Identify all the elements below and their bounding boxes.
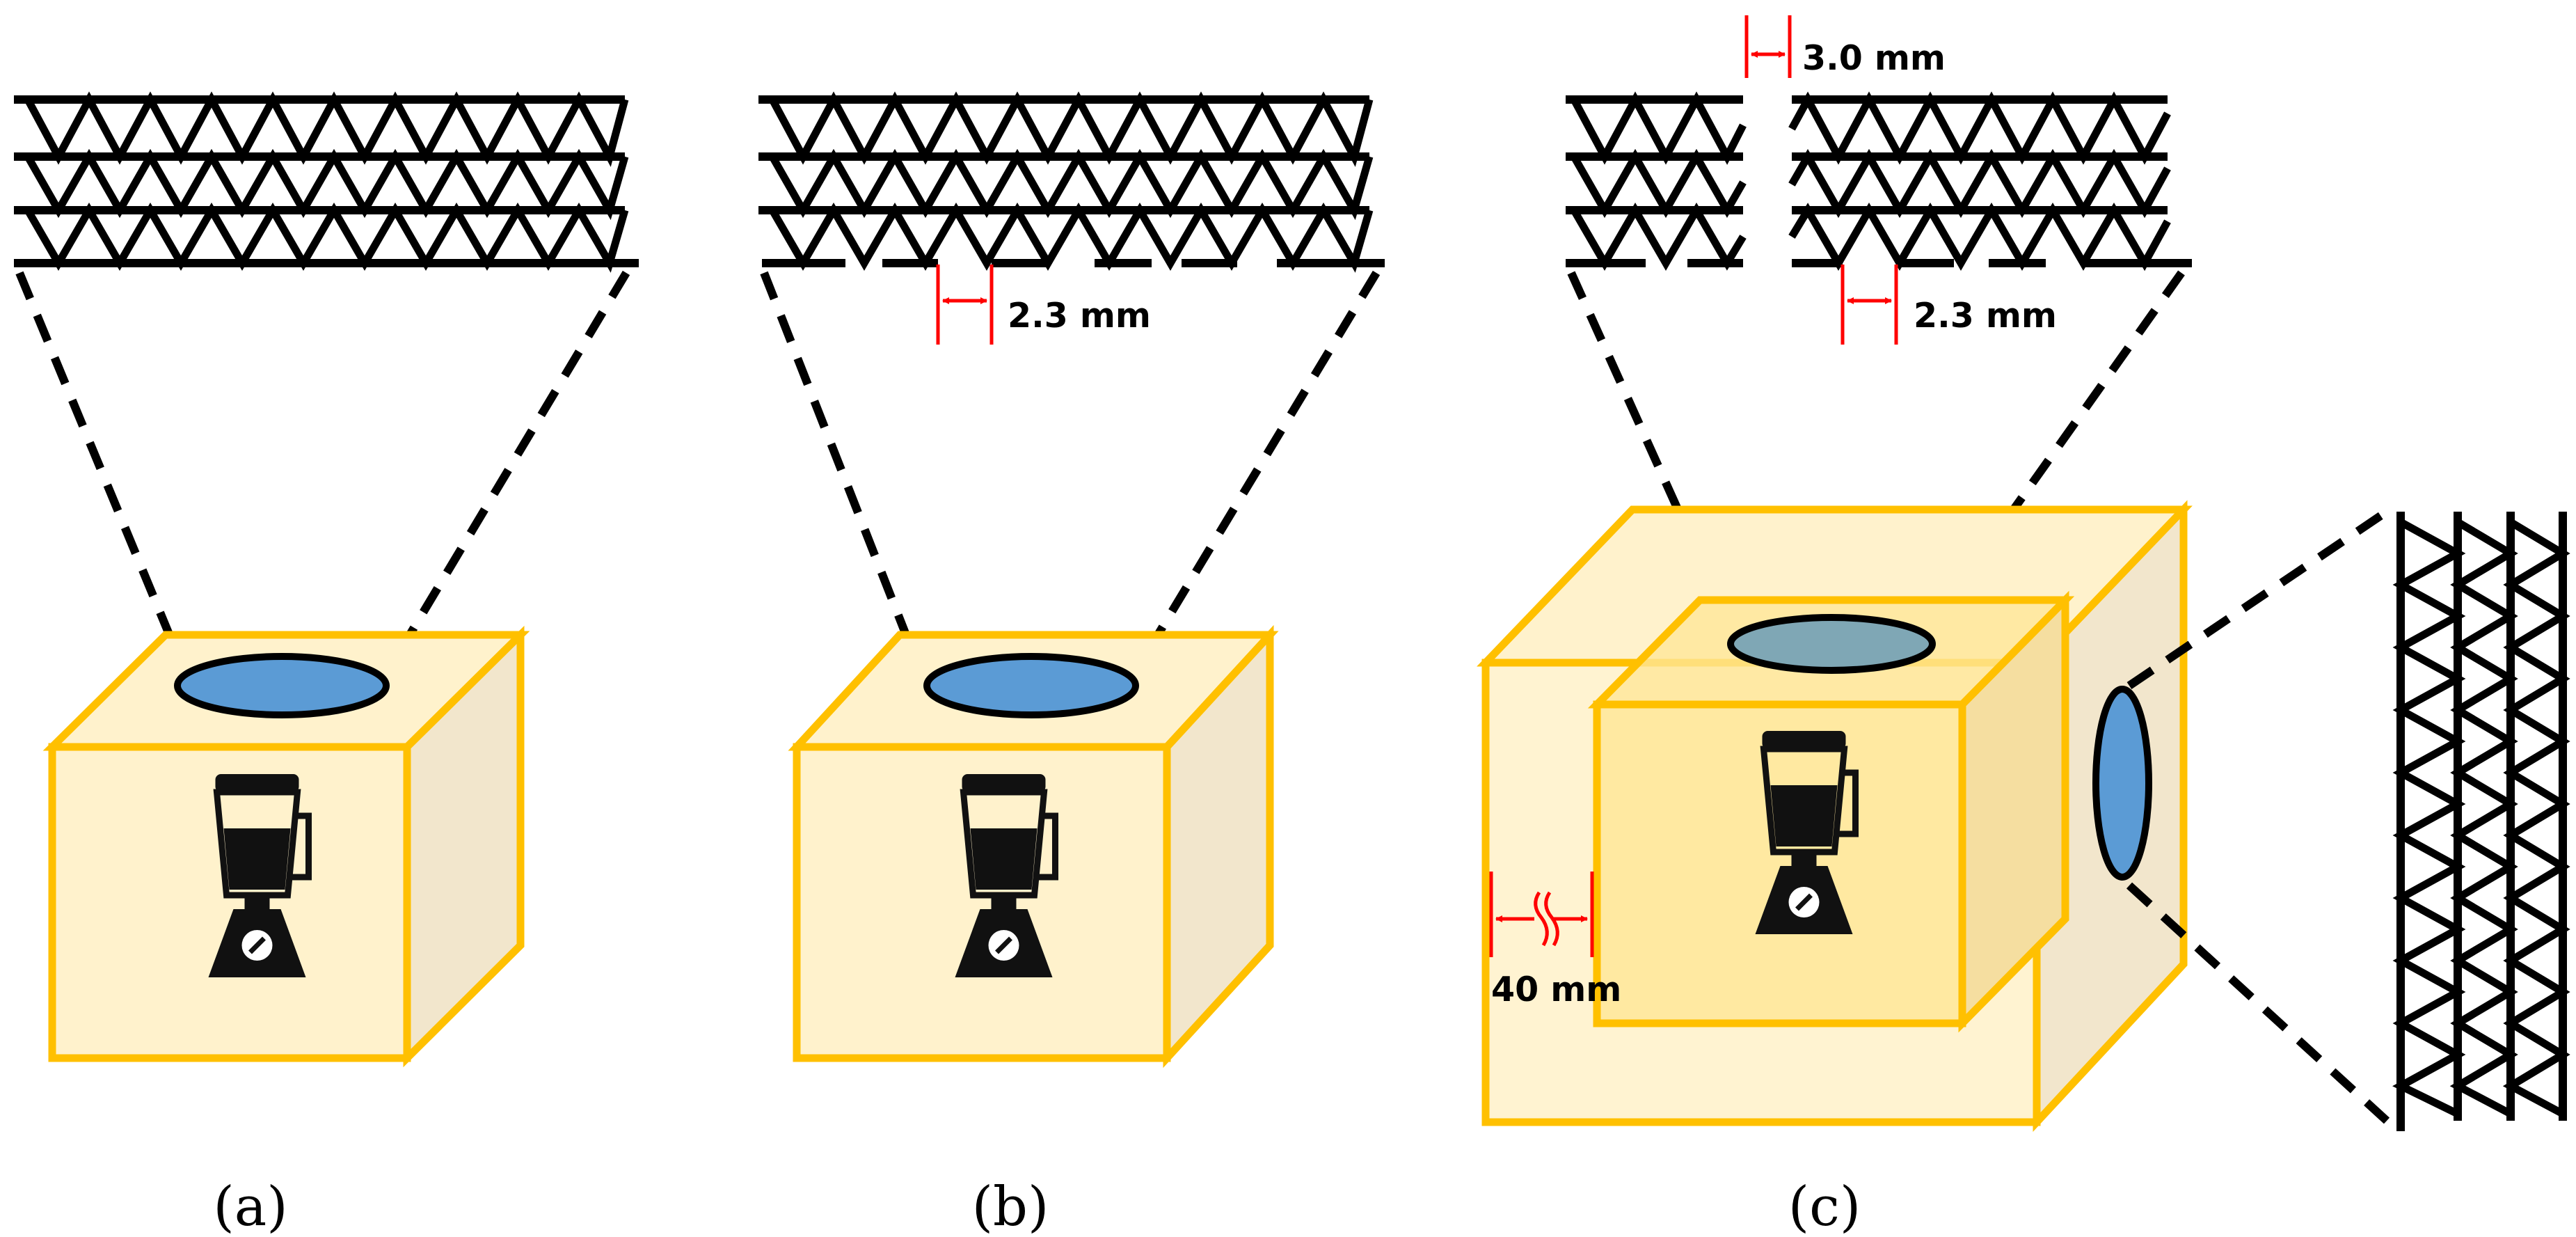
panel-c: 3.0 mm 2.3 mm <box>1477 15 2570 1237</box>
enclosure-b <box>788 624 1279 1069</box>
panel-label-b: (b) <box>972 1176 1049 1237</box>
slot-label-c: 3.0 mm <box>1802 38 1946 78</box>
panel-label-c: (c) <box>1788 1176 1861 1237</box>
zoom-line-top-side <box>2126 508 2390 689</box>
zoom-line-left-b <box>760 271 918 656</box>
inner-enclosure-c <box>1587 590 2075 1033</box>
zoom-line-bottom-side <box>2126 882 2390 1124</box>
gap-dimension-c: 2.3 mm <box>1840 265 2057 345</box>
zoom-line-left-c <box>1567 271 1728 615</box>
gap-label-c: 2.3 mm <box>1914 296 2057 336</box>
opening-top-c <box>1727 614 1936 674</box>
zoom-line-right-a <box>396 270 630 654</box>
gap-label-b: 2.3 mm <box>1008 296 1151 336</box>
panel-label-a: (a) <box>213 1176 287 1237</box>
lattice-side <box>2392 512 2570 1131</box>
lattice-b <box>758 91 1385 273</box>
wall-dimension-c: 40 mm <box>1489 872 1621 1009</box>
gap-dimension-b: 2.3 mm <box>936 265 1151 345</box>
enclosure-a <box>42 625 530 1068</box>
lattice-c <box>1566 91 2192 271</box>
panel-a: (a) <box>14 91 639 1237</box>
panel-b: 2.3 mm (b) <box>758 91 1385 1237</box>
zoom-line-right-b <box>1144 270 1381 654</box>
wall-label-c: 40 mm <box>1491 970 1621 1009</box>
slot-dimension-c: 3.0 mm <box>1744 15 1946 78</box>
opening-side-c <box>2092 686 2152 881</box>
opening-a <box>174 653 390 718</box>
lattice-a <box>14 91 639 273</box>
opening-b <box>923 653 1139 718</box>
zoom-line-left-a <box>15 271 182 656</box>
